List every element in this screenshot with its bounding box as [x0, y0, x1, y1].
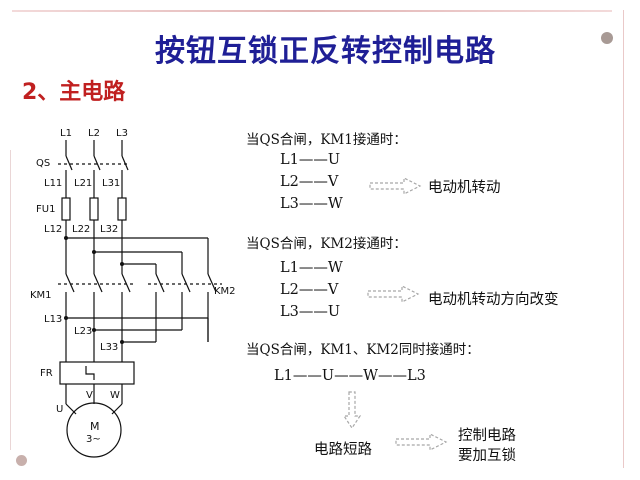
- case3-down-arrow-icon: [342, 391, 362, 430]
- case1-arrow-icon: [369, 177, 422, 195]
- label-u: U: [56, 404, 64, 415]
- qs-switch: [58, 155, 129, 198]
- label-l32: L32: [100, 224, 119, 235]
- case1-heading: 当QS合闸，KM1接通时：: [246, 132, 407, 148]
- label-w: W: [110, 390, 120, 401]
- motor-phase-label: 3~: [86, 434, 101, 445]
- motor-label: M: [90, 420, 100, 433]
- case3-arrow-icon: [395, 433, 448, 451]
- case2-heading: 当QS合闸，KM2接通时：: [246, 236, 407, 252]
- label-l31: L31: [102, 178, 121, 189]
- label-km2: KM2: [214, 286, 236, 297]
- label-l12: L12: [44, 224, 63, 235]
- case2-line-1: L1——W: [280, 260, 343, 276]
- motor: [65, 402, 123, 458]
- case3-chain: L1——U——W——L3: [274, 368, 426, 384]
- case1-line-2: L2——V: [280, 174, 339, 190]
- label-l2: L2: [88, 128, 100, 139]
- frame-top-border: [12, 10, 612, 12]
- case3-heading: 当QS合闸，KM1、KM2同时接通时：: [246, 342, 480, 358]
- label-v: V: [86, 390, 93, 401]
- case1-line-3: L3——W: [280, 196, 343, 212]
- decor-dot-bottom-left: [16, 455, 27, 466]
- slide-title: 按钮互锁正反转控制电路: [155, 34, 496, 69]
- bus-lines: [65, 237, 209, 274]
- decor-dot-top-right: [601, 32, 613, 44]
- section-heading: 2、主电路: [22, 80, 126, 105]
- fr-relay: [59, 361, 135, 404]
- case3-result: 电路短路: [314, 442, 372, 458]
- label-l1: L1: [60, 128, 72, 139]
- label-l11: L11: [44, 178, 63, 189]
- case1-result: 电动机转动: [428, 180, 501, 196]
- frame-left-border: [10, 150, 11, 450]
- label-km1: KM1: [30, 290, 52, 301]
- phase-lines: [65, 140, 123, 156]
- label-fr: FR: [40, 368, 53, 379]
- case3-conclusion-line-1: 控制电路: [458, 428, 516, 444]
- label-l23: L23: [74, 326, 93, 337]
- case2-arrow-icon: [367, 285, 420, 303]
- case1-line-1: L1——U: [280, 152, 341, 168]
- label-fu1: FU1: [36, 204, 56, 215]
- label-l33: L33: [100, 342, 119, 353]
- fu1-fuses: [61, 197, 127, 238]
- km1-contacts: [58, 273, 134, 342]
- crossover-wiring: [65, 317, 209, 362]
- case2-line-2: L2——V: [280, 282, 339, 298]
- case3-conclusion-line-2: 要加互锁: [458, 448, 516, 464]
- junction-dots: [64, 236, 124, 344]
- label-l22: L22: [72, 224, 91, 235]
- case2-result: 电动机转动方向改变: [428, 292, 559, 308]
- frame-right-border: [623, 10, 624, 468]
- label-l3: L3: [116, 128, 128, 139]
- km2-contacts: [148, 273, 222, 342]
- label-l21: L21: [74, 178, 93, 189]
- label-l13: L13: [44, 314, 63, 325]
- case2-line-3: L3——U: [280, 304, 341, 320]
- label-qs: QS: [36, 158, 51, 169]
